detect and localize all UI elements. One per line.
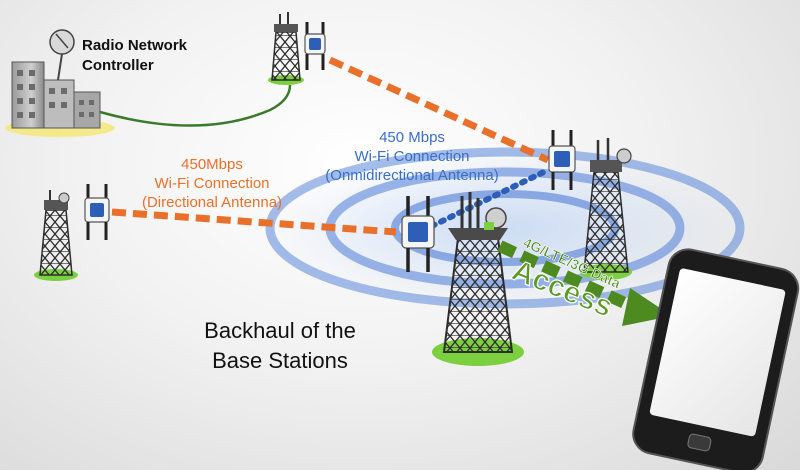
blue-link	[429, 167, 551, 229]
tower-icon	[34, 190, 78, 281]
rnc-label-line1: Radio Network	[82, 37, 188, 54]
blue-speed: 450 Mbps	[379, 129, 445, 146]
orange-link-left	[111, 208, 397, 236]
orange-conn: Wi-Fi Connection	[154, 175, 270, 192]
omnidirectional-link-label: 450 Mbps Wi-Fi Connection (Onmidirection…	[296, 128, 528, 185]
backhaul-title: Backhaul of the Base Stations	[200, 316, 360, 376]
orange-speed: 450Mbps	[181, 156, 243, 173]
blue-conn: Wi-Fi Connection	[354, 148, 470, 165]
backhaul-line2: Base Stations	[212, 348, 348, 373]
tower-icon	[268, 12, 304, 85]
antenna-unit-icon	[401, 196, 435, 272]
blue-antenna: (Onmidirectional Antenna)	[325, 167, 499, 184]
tower-icon	[432, 192, 524, 366]
wired-link	[99, 84, 292, 127]
antenna-unit-icon	[548, 130, 576, 190]
orange-antenna: (Directional Antenna)	[141, 194, 283, 211]
rnc-label-line2: Controller	[82, 57, 154, 74]
rnc-label: Radio Network Controller	[82, 36, 187, 76]
tower-icon	[580, 138, 632, 280]
smartphone-icon	[632, 248, 800, 470]
directional-link-label: 450Mbps Wi-Fi Connection (Directional An…	[128, 155, 296, 212]
orange-link-top	[328, 56, 550, 164]
antenna-unit-icon	[84, 184, 110, 240]
building-icon	[5, 29, 115, 137]
backhaul-line1: Backhaul of the	[204, 318, 356, 343]
antenna-unit-icon	[304, 22, 326, 70]
